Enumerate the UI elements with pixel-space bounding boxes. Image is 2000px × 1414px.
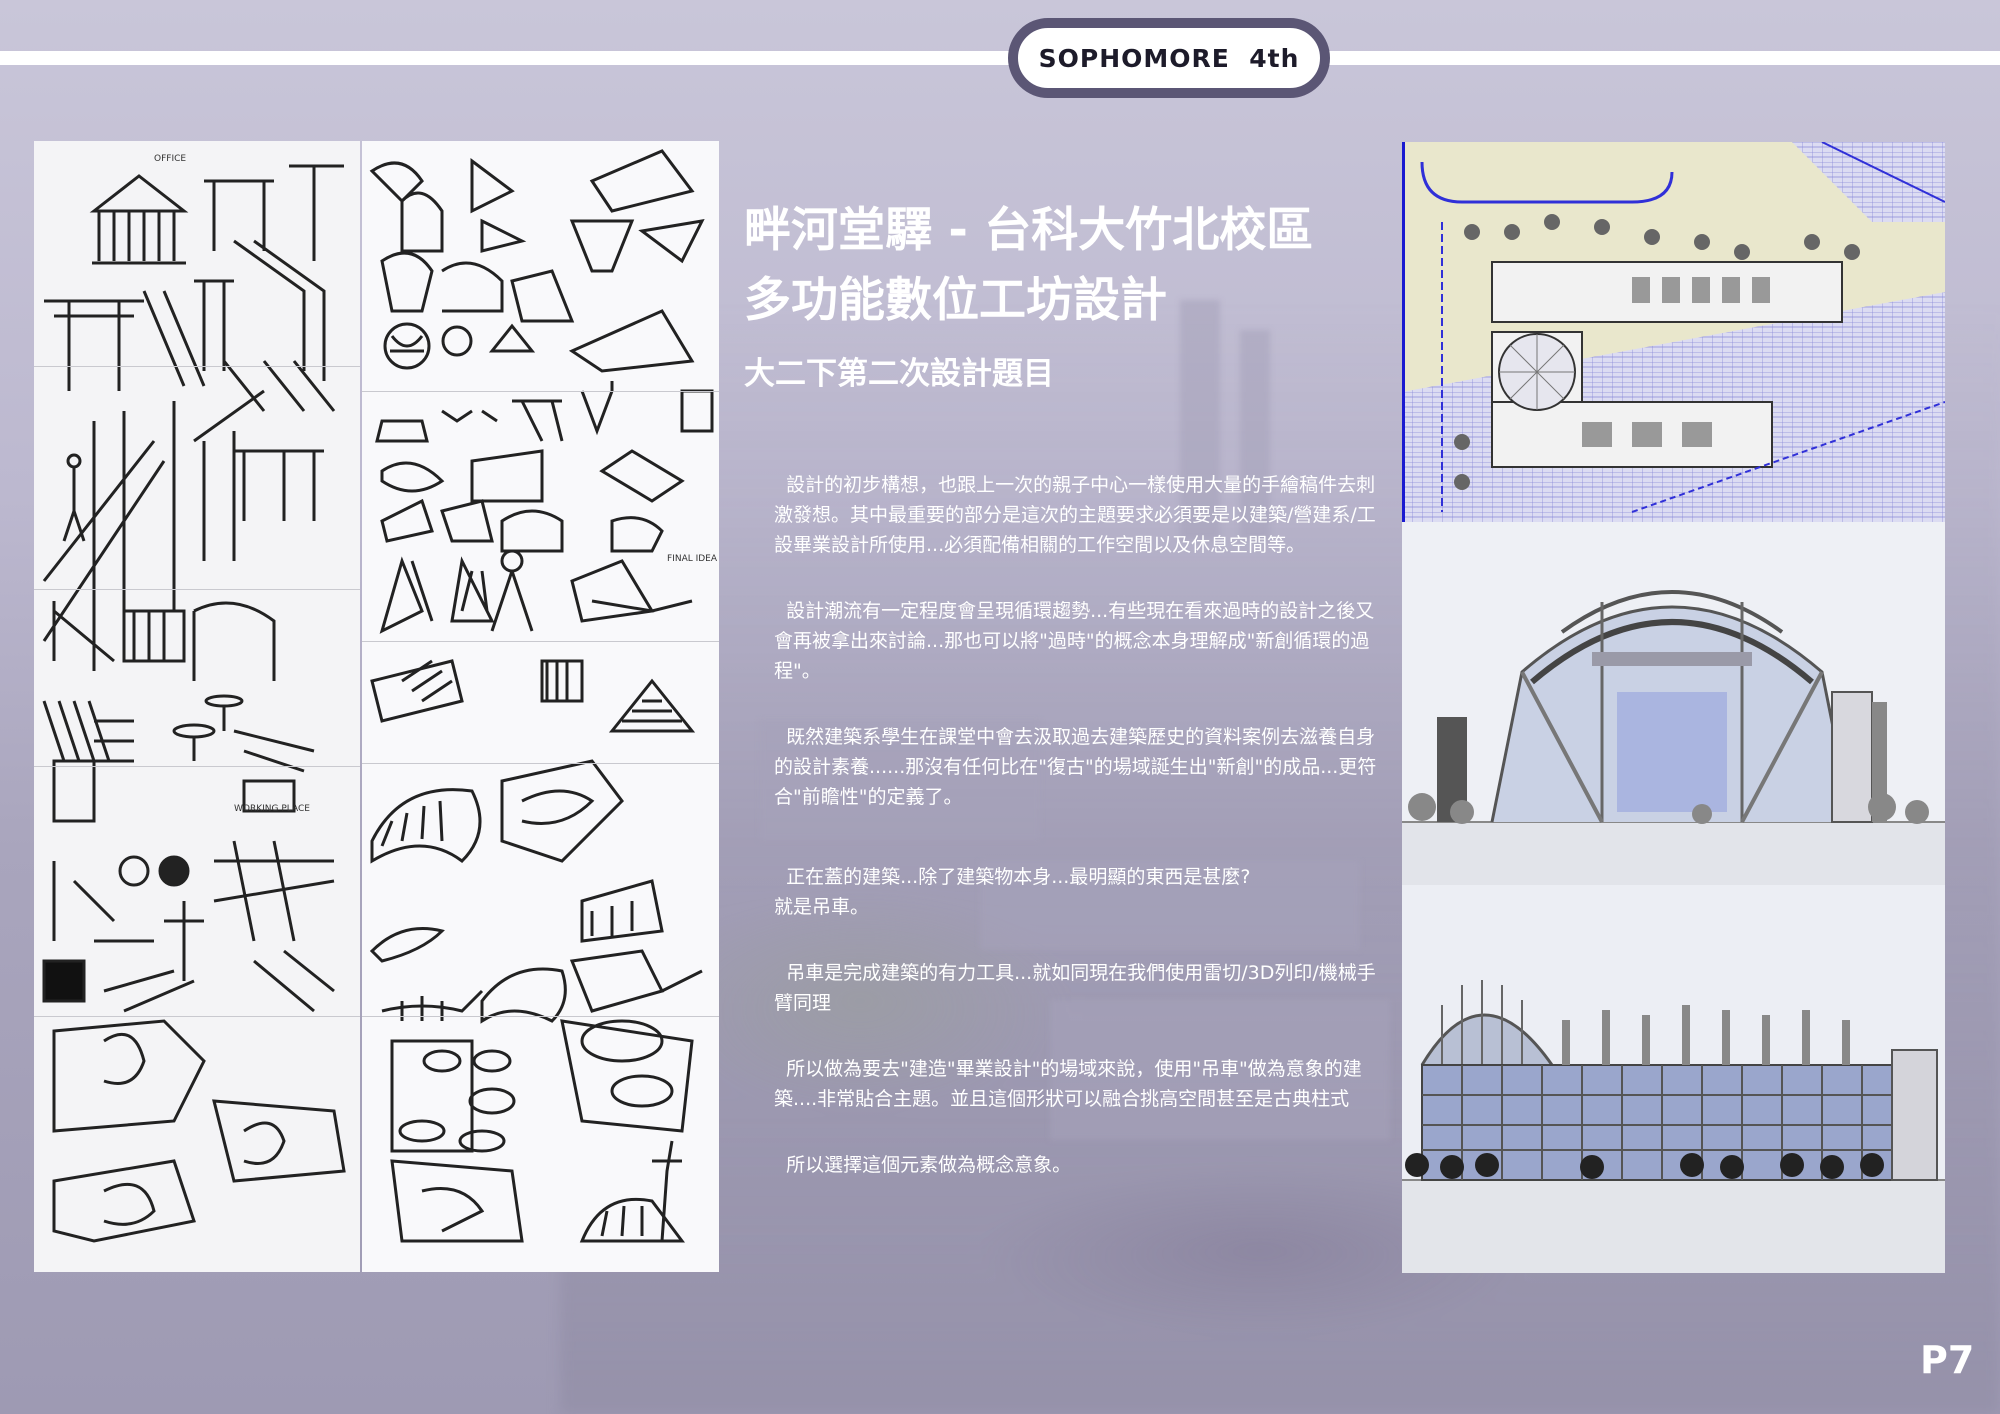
sketch-label-working-place: WORKING PLACE [234, 804, 310, 814]
sketch-divider [34, 766, 360, 767]
sketch-divider [34, 366, 360, 367]
project-subtitle: 大二下第二次設計題目 [744, 356, 1054, 392]
year-badge: SOPHOMORE 4th [1008, 18, 1330, 98]
sketch-divider [362, 1016, 719, 1017]
background-tower [1180, 300, 1220, 540]
paragraph-5: 吊車是完成建築的有力工具...就如同現在我們使用雷切/3D列印/機械手臂同理 [774, 962, 1376, 1014]
paragraph-4: 正在蓋的建築...除了建築物本身...最明顯的東西是甚麼? 就是吊車。 [774, 866, 1251, 918]
background-building [1050, 1000, 1390, 1140]
section-graphic [1402, 522, 1945, 885]
paragraph-2: 設計潮流有一定程度會呈現循環趨勢...有些現在看來過時的設計之後又會再被拿出來討… [774, 600, 1375, 682]
background-building [760, 720, 1040, 840]
sketch-divider [362, 641, 719, 642]
sketch-label-office: OFFICE [154, 154, 186, 164]
sketch-board-right: FINAL IDEA [362, 141, 719, 1272]
project-title-line1: 畔河堂驛 - 台科大竹北校區 [744, 203, 1314, 258]
paragraph-1: 設計的初步構想，也跟上一次的親子中心一樣使用大量的手繪稿件去刺激發想。其中最重要… [774, 474, 1376, 556]
paragraph-6: 所以做為要去"建造"畢業設計"的場域來說，使用"吊車"做為意象的建築....非常… [774, 1058, 1362, 1110]
site-plan-graphic [1402, 142, 1945, 522]
background-building [980, 860, 1360, 950]
page-number: P7 [1920, 1338, 1975, 1382]
elevation-graphic [1402, 885, 1945, 1273]
sketch-divider [34, 1016, 360, 1017]
paragraph-3: 既然建築系學生在課堂中會去汲取過去建築歷史的資料案例去滋養自身的設計素養....… [774, 726, 1377, 808]
front-elevation-drawing [1402, 885, 1945, 1273]
sketch-label-final-idea: FINAL IDEA [667, 554, 718, 564]
project-title: 畔河堂驛 - 台科大竹北校區 多功能數位工坊設計 [744, 196, 1364, 336]
hand-sketches-left: OFFICE WORKING PLACE [42, 154, 346, 1243]
sketch-board-left: OFFICE WORKING PLACE [34, 141, 360, 1272]
hand-sketches-right: FINAL IDEA [369, 149, 718, 1243]
section-elevation-drawing [1402, 522, 1945, 885]
sketch-divider [362, 763, 719, 764]
site-plan-drawing [1402, 142, 1945, 522]
description-text: 設計的初步構想，也跟上一次的親子中心一樣使用大量的手繪稿件去刺激發想。其中最重要… [774, 470, 1384, 1180]
project-title-line2: 多功能數位工坊設計 [744, 273, 1167, 328]
header-rule [0, 51, 2000, 65]
paragraph-7: 所以選擇這個元素做為概念意象。 [774, 1154, 1072, 1176]
sketch-divider [362, 391, 719, 392]
background-tower [1240, 330, 1270, 540]
sketch-divider [34, 589, 360, 590]
